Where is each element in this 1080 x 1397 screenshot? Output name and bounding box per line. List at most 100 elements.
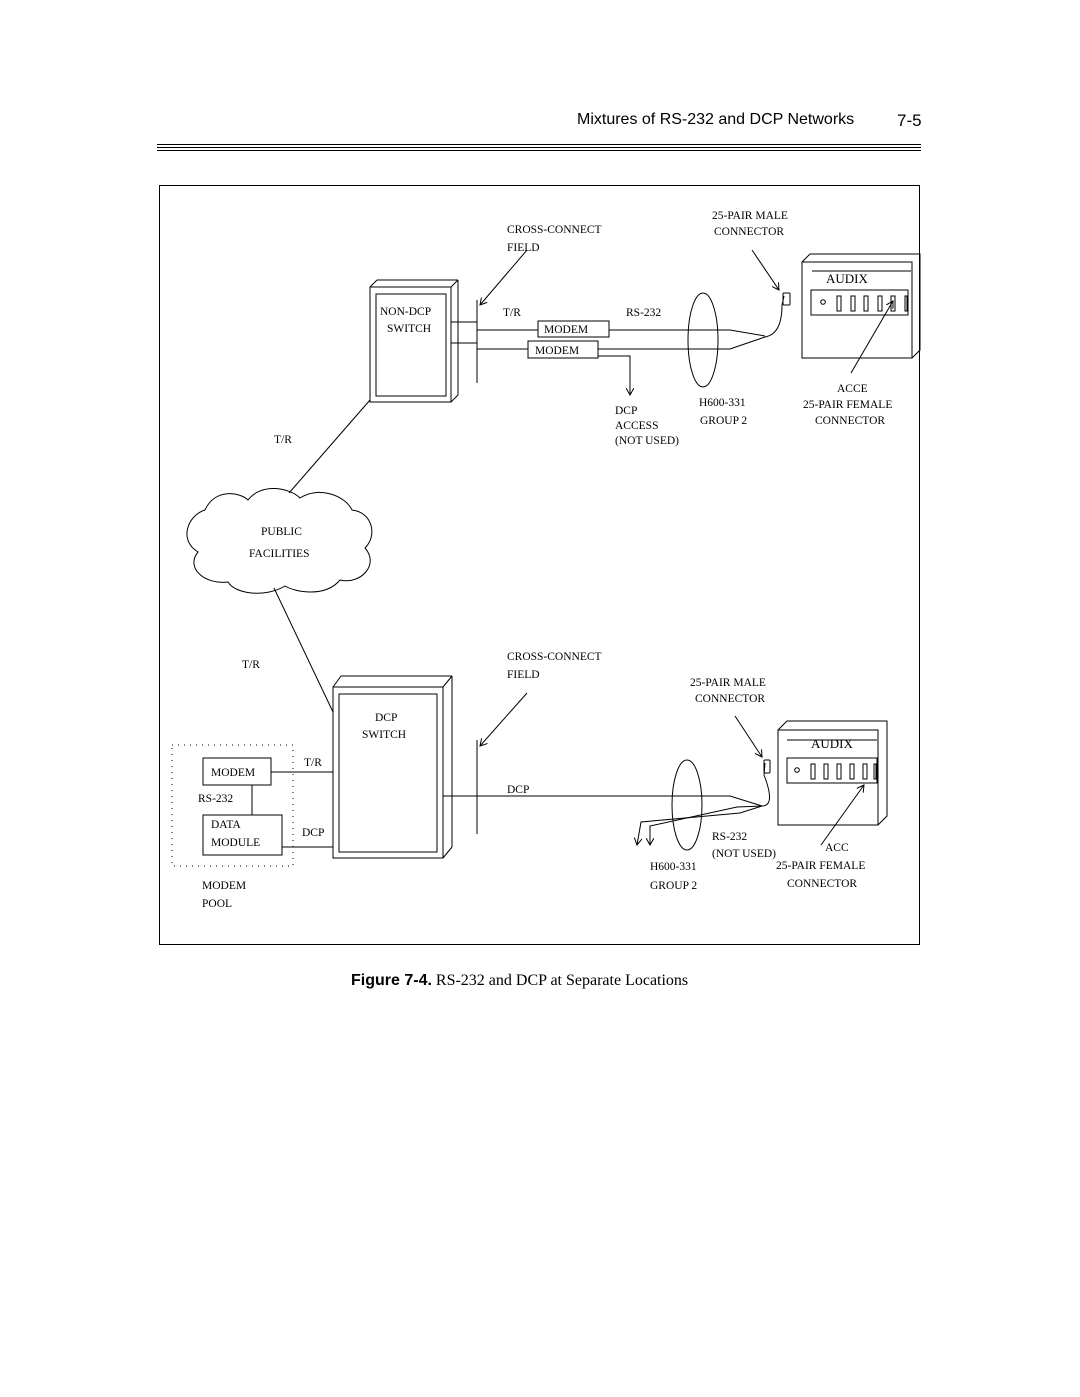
male-connector-label: 25-PAIR MALE	[712, 210, 788, 222]
page-number: 7-5	[897, 111, 922, 130]
svg-text:CROSS-CONNECT: CROSS-CONNECT	[507, 651, 602, 663]
svg-text:MODEM: MODEM	[202, 880, 246, 892]
bottom-cross-connect-label: FIELD	[507, 669, 540, 681]
svg-text:CONNECTOR: CONNECTOR	[695, 693, 765, 705]
svg-text:RS-232: RS-232	[626, 307, 661, 319]
svg-text:T/R: T/R	[274, 434, 292, 446]
modem-box	[537, 320, 610, 338]
svg-text:MODEM: MODEM	[211, 767, 255, 779]
svg-text:DCP: DCP	[615, 405, 637, 417]
svg-text:CONNECTOR: CONNECTOR	[815, 415, 885, 427]
public-facilities-cloud	[186, 487, 373, 594]
svg-text:(NOT USED): (NOT USED)	[615, 435, 679, 447]
tr-label: T/R	[304, 757, 322, 769]
public-facilities-label: FACILITIES	[249, 548, 309, 560]
svg-text:RS-232: RS-232	[712, 831, 747, 843]
svg-text:T/R: T/R	[304, 757, 322, 769]
svg-text:NON-DCP: NON-DCP	[380, 306, 431, 318]
svg-text:H600-331: H600-331	[650, 861, 697, 873]
dcp-access-label: DCP	[615, 405, 637, 417]
svg-text:GROUP 2: GROUP 2	[650, 880, 697, 892]
dcp-access-label: ACCESS	[615, 420, 658, 432]
svg-text:AUDIX: AUDIX	[811, 736, 853, 751]
audix-label: AUDIX	[811, 736, 853, 751]
svg-text:FIELD: FIELD	[507, 669, 540, 681]
audix-unit-bottom	[777, 720, 888, 826]
figure-caption: Figure 7-4. RS-232 and DCP at Separate L…	[351, 972, 688, 990]
dcp-label: DCP	[302, 827, 324, 839]
svg-text:ACCESS: ACCESS	[615, 420, 658, 432]
header-rule	[157, 150, 921, 151]
svg-text:FIELD: FIELD	[507, 242, 540, 254]
modem-pool	[171, 744, 294, 867]
svg-text:DATA: DATA	[211, 819, 241, 831]
svg-text:MODULE: MODULE	[211, 837, 260, 849]
svg-text:RS-232: RS-232	[198, 793, 233, 805]
section-title: Mixtures of RS-232 and DCP Networks	[577, 111, 855, 128]
male-connector-label: CONNECTOR	[714, 226, 784, 238]
male-connector-label: 25-PAIR MALE	[690, 677, 766, 689]
h600-label: GROUP 2	[700, 415, 747, 427]
svg-text:CONNECTOR: CONNECTOR	[787, 878, 857, 890]
pool-modem-label: MODEM	[211, 767, 255, 779]
svg-text:PUBLIC: PUBLIC	[261, 526, 302, 538]
svg-text:25-PAIR FEMALE: 25-PAIR FEMALE	[803, 399, 892, 411]
male-connector-label: CONNECTOR	[695, 693, 765, 705]
svg-text:H600-331: H600-331	[699, 397, 746, 409]
svg-text:MODEM: MODEM	[535, 345, 579, 357]
tr-label: T/R	[503, 307, 521, 319]
audix-unit-top	[801, 253, 921, 359]
h600-label: H600-331	[650, 861, 697, 873]
non-dcp-switch-label: NON-DCP	[380, 306, 431, 318]
h600-cable-bottom	[671, 759, 703, 851]
top-cross-connect-label: FIELD	[507, 242, 540, 254]
h600-label: GROUP 2	[650, 880, 697, 892]
svg-text:T/R: T/R	[242, 659, 260, 671]
svg-text:(NOT USED): (NOT USED)	[712, 848, 776, 860]
modem-pool-label: MODEM	[202, 880, 246, 892]
figure-caption-text: RS-232 and DCP at Separate Locations	[435, 972, 689, 989]
dcp-label: DCP	[507, 784, 529, 796]
female-connector-label: 25-PAIR FEMALE	[776, 860, 865, 872]
svg-text:FACILITIES: FACILITIES	[249, 548, 309, 560]
rs232-label: RS-232	[198, 793, 233, 805]
svg-text:25-PAIR MALE: 25-PAIR MALE	[712, 210, 788, 222]
rs232-label: RS-232	[626, 307, 661, 319]
bottom-cross-connect-label: CROSS-CONNECT	[507, 651, 602, 663]
h600-label: H600-331	[699, 397, 746, 409]
female-connector-label: ACCE	[837, 383, 868, 395]
non-dcp-switch	[369, 279, 459, 403]
svg-text:CROSS-CONNECT: CROSS-CONNECT	[507, 224, 602, 236]
tr-label: T/R	[274, 434, 292, 446]
female-connector-label: CONNECTOR	[815, 415, 885, 427]
header-rule	[157, 147, 921, 148]
public-facilities-label: PUBLIC	[261, 526, 302, 538]
female-connector-label: ACC	[825, 842, 849, 854]
data-module-label: MODULE	[211, 837, 260, 849]
modem-label: MODEM	[535, 345, 579, 357]
tr-label: T/R	[242, 659, 260, 671]
rs232-label: (NOT USED)	[712, 848, 776, 860]
figure-number: Figure 7-4.	[351, 972, 432, 989]
h600-cable	[687, 292, 719, 388]
svg-text:DCP: DCP	[507, 784, 529, 796]
data-module-label: DATA	[211, 819, 241, 831]
dcp-access-label: (NOT USED)	[615, 435, 679, 447]
svg-text:T/R: T/R	[503, 307, 521, 319]
non-dcp-switch-label: SWITCH	[387, 323, 431, 335]
dcp-switch-label: DCP	[375, 712, 397, 724]
figure-frame	[159, 185, 920, 945]
top-cross-connect-label: CROSS-CONNECT	[507, 224, 602, 236]
female-connector-label: CONNECTOR	[787, 878, 857, 890]
svg-text:POOL: POOL	[202, 898, 232, 910]
svg-text:25-PAIR MALE: 25-PAIR MALE	[690, 677, 766, 689]
svg-text:25-PAIR FEMALE: 25-PAIR FEMALE	[776, 860, 865, 872]
svg-text:GROUP 2: GROUP 2	[700, 415, 747, 427]
dcp-switch	[332, 675, 453, 859]
data-module-box	[202, 814, 283, 856]
svg-text:CONNECTOR: CONNECTOR	[714, 226, 784, 238]
rs232-label: RS-232	[712, 831, 747, 843]
svg-text:SWITCH: SWITCH	[387, 323, 431, 335]
svg-text:SWITCH: SWITCH	[362, 729, 406, 741]
